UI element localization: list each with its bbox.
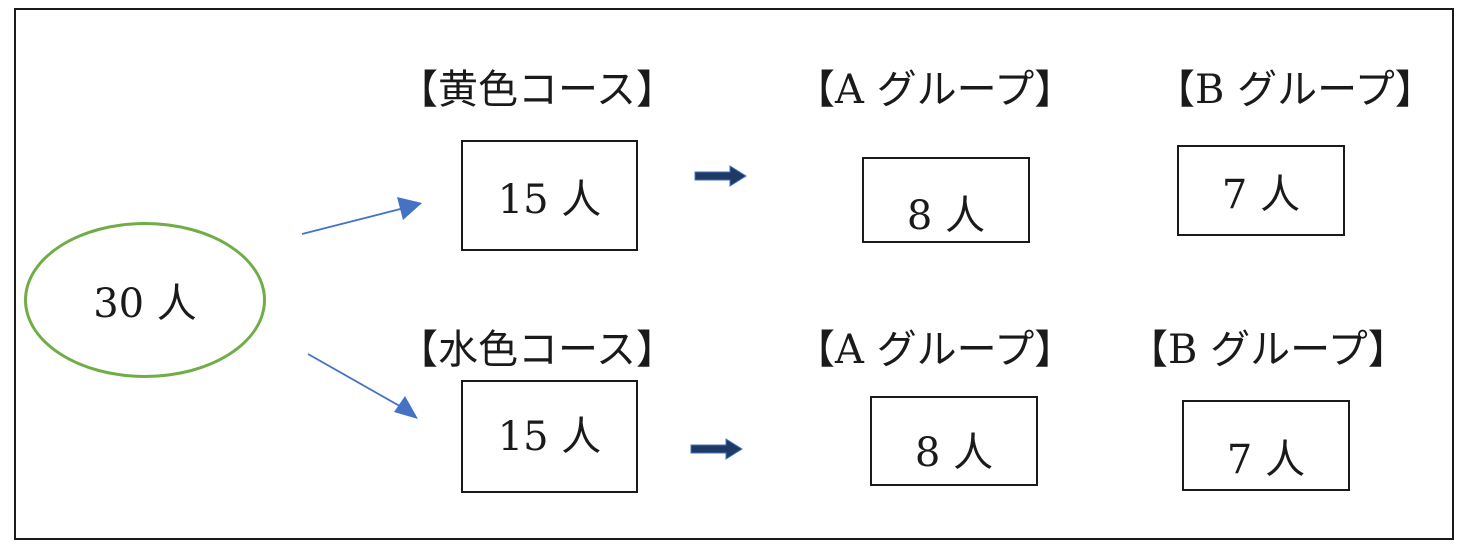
light-blue-b-group-count-box: 7 人 <box>1182 400 1350 491</box>
light-blue-a-group-count: 8 人 <box>914 430 994 476</box>
light-blue-course-count: 15 人 <box>497 413 602 460</box>
yellow-a-group-count: 8 人 <box>906 193 986 239</box>
total-participants-label: 30 人 <box>93 281 197 327</box>
block-arrow-light-blue-course <box>690 438 743 460</box>
arrowhead-light-blue-course <box>394 396 418 419</box>
yellow-a-group-count-box: 8 人 <box>862 157 1030 243</box>
light-blue-b-group-count: 7 人 <box>1226 436 1306 483</box>
yellow-course-count-box: 15 人 <box>461 140 638 251</box>
light-blue-b-group-title: 【B グループ】 <box>1128 327 1408 373</box>
yellow-b-group-count: 7 人 <box>1221 171 1301 218</box>
yellow-course-title: 【黄色コース】 <box>398 67 676 113</box>
block-arrow-yellow-course <box>694 165 747 187</box>
arrow-to-light-blue-course <box>307 353 413 414</box>
light-blue-a-group-count-box: 8 人 <box>870 396 1038 486</box>
arrowhead-yellow-course <box>397 197 422 220</box>
yellow-b-group-title: 【B グループ】 <box>1155 67 1435 113</box>
yellow-b-group-count-box: 7 人 <box>1177 145 1345 236</box>
light-blue-a-group-title: 【A グループ】 <box>795 327 1075 373</box>
total-participants-ellipse: 30 人 <box>24 222 266 378</box>
diagram-frame <box>14 8 1454 540</box>
yellow-course-count: 15 人 <box>497 176 602 223</box>
light-blue-course-title: 【水色コース】 <box>398 327 676 373</box>
light-blue-course-count-box: 15 人 <box>461 380 638 493</box>
yellow-a-group-title: 【A グループ】 <box>795 67 1075 113</box>
